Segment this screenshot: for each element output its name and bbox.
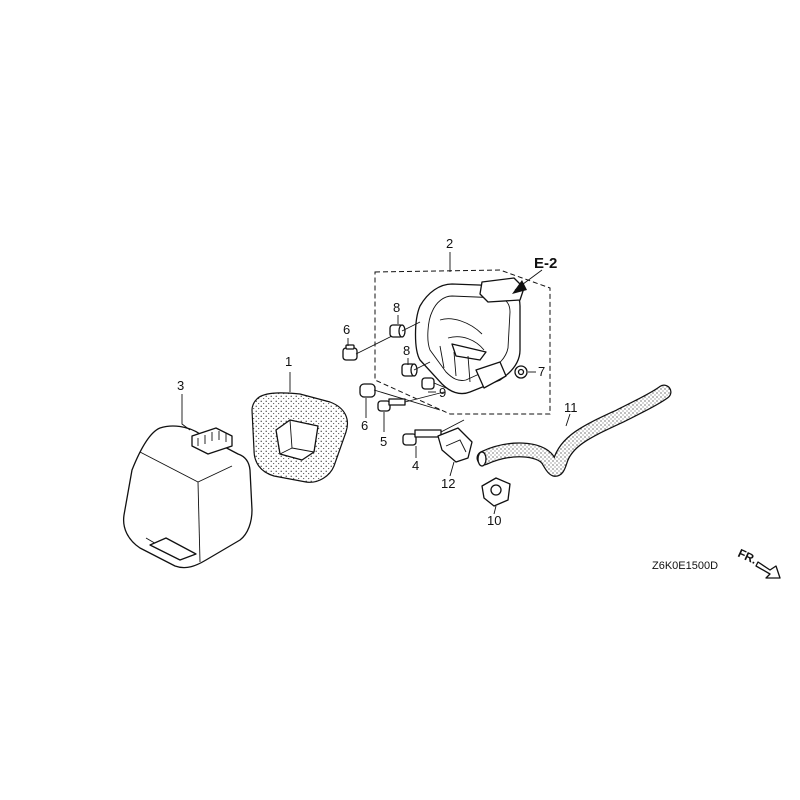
air-filter-element xyxy=(251,392,349,483)
air-cleaner-cover xyxy=(122,425,253,569)
grommet-6-upper xyxy=(342,344,358,361)
callout-4: 4 xyxy=(412,458,419,473)
grommet-6-lower xyxy=(359,383,376,398)
clamp-12 xyxy=(437,427,473,463)
callout-5: 5 xyxy=(380,434,387,449)
callout-6-lower: 6 xyxy=(361,418,368,433)
assembly-box xyxy=(374,269,551,415)
front-direction-arrow xyxy=(755,561,781,579)
tube-clip-10 xyxy=(481,477,511,507)
nut-7 xyxy=(514,365,528,379)
bolt-4 xyxy=(402,429,442,446)
callout-8-upper: 8 xyxy=(393,300,400,315)
callout-1: 1 xyxy=(285,354,292,369)
collar-8-upper xyxy=(389,324,406,338)
breather-tube-11 xyxy=(476,384,672,477)
callout-6-upper: 6 xyxy=(343,322,350,337)
callout-12: 12 xyxy=(441,476,455,491)
callout-3: 3 xyxy=(177,378,184,393)
ref-arrowhead xyxy=(512,280,527,294)
reference-label: E-2 xyxy=(534,255,557,272)
air-cleaner-case xyxy=(414,277,525,395)
diagram-code: Z6K0E1500D xyxy=(652,560,718,572)
callout-7: 7 xyxy=(538,364,545,379)
callout-8-lower: 8 xyxy=(403,343,410,358)
front-direction-label: FR. xyxy=(736,546,759,567)
callout-11: 11 xyxy=(564,400,578,415)
collar-9 xyxy=(421,377,435,390)
callout-2: 2 xyxy=(446,236,453,251)
callout-10: 10 xyxy=(487,513,501,528)
callout-9: 9 xyxy=(439,385,446,400)
bolt-5 xyxy=(377,398,406,412)
